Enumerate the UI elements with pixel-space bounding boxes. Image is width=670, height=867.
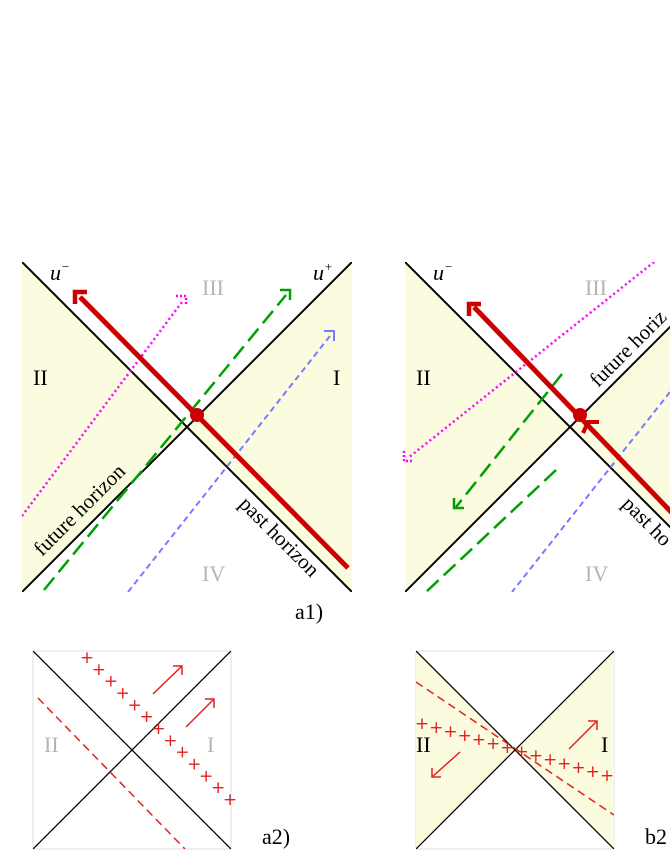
axis-diagonal-2: [416, 651, 614, 849]
green-arrowhead: [280, 288, 292, 300]
region-II-fill: [22, 262, 187, 592]
region-II-fill: [416, 651, 515, 849]
plus-mark: +: [600, 766, 614, 786]
region-I-label: I: [601, 732, 608, 757]
panel-a2: +++++++++++++ II I a2): [32, 648, 290, 850]
red-arrowhead: [466, 301, 481, 316]
plus-mark: +: [187, 755, 201, 775]
arrow-upper-head: [173, 665, 183, 675]
plus-mark: +: [151, 719, 165, 739]
blue-arrowhead: [324, 330, 335, 341]
plus-mark: +: [472, 730, 486, 750]
plus-mark: +: [104, 672, 118, 692]
arrow-upper-shaft: [152, 665, 183, 695]
plus-mark: +: [557, 754, 571, 774]
panel-a1: u− u+ II I III IV future horizon past ho…: [22, 259, 352, 624]
plus-mark: +: [529, 746, 543, 766]
u-minus-label: u−: [50, 259, 70, 285]
blue-dashed-ray: [127, 335, 331, 592]
plus-mark: +: [80, 648, 94, 668]
region-II-fill: [405, 262, 570, 592]
plus-mark: +: [571, 758, 585, 778]
plus-mark-track: ++++++++++++++: [415, 714, 614, 786]
region-I-fill: [570, 327, 670, 527]
plus-mark-track: +++++++++++++: [80, 648, 237, 810]
axis-u-plus: [22, 262, 352, 592]
region-I-fill: [515, 651, 614, 849]
region-III-label: III: [585, 275, 607, 300]
region-IV-label: IV: [585, 561, 608, 586]
green-dashed-ray: [455, 373, 563, 508]
magenta-arrowhead: [402, 451, 414, 463]
plus-mark: +: [223, 790, 237, 810]
panel-b1: u− II III IV future horiz past ho: [402, 259, 670, 592]
axis-diagonal-2: [33, 651, 231, 849]
green-arrowhead: [452, 498, 464, 510]
plus-mark: +: [429, 718, 443, 738]
region-II-label: II: [416, 732, 431, 757]
plus-mark: +: [458, 726, 472, 746]
arrow-lower-head: [205, 698, 215, 708]
plus-mark: +: [443, 722, 457, 742]
plus-mark: +: [128, 695, 142, 715]
caption-a2: a2): [262, 824, 290, 849]
plus-mark: +: [543, 750, 557, 770]
plus-mark: +: [415, 714, 429, 734]
plus-mark: +: [116, 684, 130, 704]
region-II-label: II: [33, 365, 48, 390]
plus-mark: +: [175, 743, 189, 763]
blue-dashed-ray: [511, 391, 670, 592]
arrow-right-head: [588, 720, 598, 730]
plus-mark: +: [586, 762, 600, 782]
arrow-left-head: [431, 768, 441, 778]
region-I-label: I: [207, 732, 214, 757]
plus-mark: +: [211, 778, 225, 798]
red-arrowhead: [72, 289, 87, 304]
region-III-label: III: [202, 275, 224, 300]
arrow-left-shaft: [431, 751, 461, 778]
plus-mark: +: [199, 766, 213, 786]
plus-mark: +: [139, 707, 153, 727]
arrow-lower-shaft: [185, 698, 215, 728]
plus-mark: +: [92, 660, 106, 680]
caption-b2: b2: [645, 824, 667, 849]
green-dashed-ray-lower: [425, 469, 557, 592]
u-minus-label: u−: [433, 259, 453, 285]
region-II-label: II: [416, 365, 431, 390]
green-dashed-ray: [43, 294, 287, 591]
plus-mark: +: [500, 738, 514, 758]
region-II-label: II: [44, 732, 59, 757]
red-thick-worldline: [78, 295, 350, 570]
plus-mark: +: [514, 742, 528, 762]
plus-mark: +: [163, 731, 177, 751]
red-event-dot: [190, 408, 204, 422]
arrow-right-shaft: [568, 720, 598, 750]
red-dashed-line: [37, 697, 186, 849]
axis-u-plus: [405, 325, 670, 592]
plus-mark: +: [486, 734, 500, 754]
panel-b2: ++++++++++++++ II I b2: [415, 650, 667, 850]
red-dashed-line: [416, 681, 614, 816]
region-IV-label: IV: [202, 561, 225, 586]
red-small-arrowhead: [581, 420, 599, 434]
red-event-dot: [573, 408, 587, 422]
u-plus-label: u+: [313, 259, 333, 285]
magenta-arrowhead: [176, 294, 188, 306]
region-I-label: I: [333, 365, 340, 390]
region-I-fill: [187, 262, 352, 592]
caption-a1: a1): [295, 599, 323, 624]
